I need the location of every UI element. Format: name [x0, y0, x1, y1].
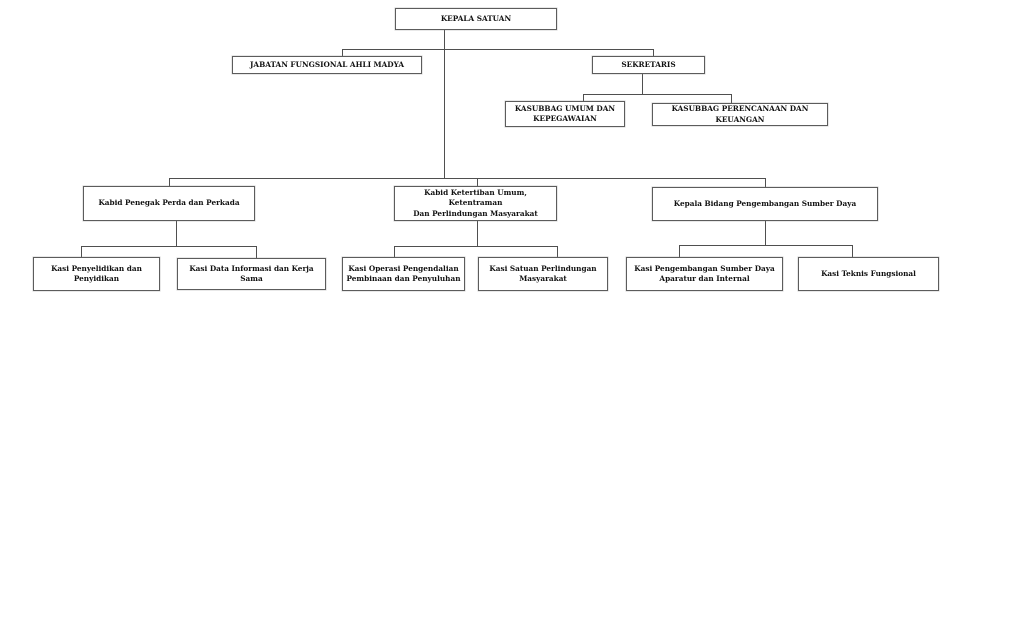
org-node-kasi-teknis-fungsional: Kasi Teknis Fungsional — [798, 257, 939, 291]
org-node-label: Kabid Penegak Perda dan Perkada — [98, 198, 240, 208]
connector-pengembangan-children-horizontal — [679, 245, 853, 246]
connector-stub-kabid-ketertiban — [477, 178, 478, 186]
org-node-kasi-operasi: Kasi Operasi Pengendalian Pembinaan dan … — [342, 257, 465, 291]
connector-stub-sekretaris — [653, 49, 654, 57]
connector-stub-kasubbag-perencanaan — [731, 94, 732, 103]
org-node-label: SEKRETARIS — [621, 59, 676, 69]
org-node-kabid-penegak: Kabid Penegak Perda dan Perkada — [83, 186, 255, 221]
connector-kabid-horizontal — [169, 178, 766, 179]
connector-stub-kasi-teknis — [852, 245, 853, 257]
org-node-label: KASUBBAG PERENCANAAN DAN KEUANGAN — [671, 104, 809, 124]
org-node-kasi-data-informasi: Kasi Data Informasi dan Kerja Sama — [177, 258, 326, 290]
org-node-kasi-satuan-linmas: Kasi Satuan Perlindungan Masyarakat — [478, 257, 608, 291]
connector-stub-kasi-penyelidikan — [81, 246, 82, 257]
connector-sekretaris-down — [642, 74, 643, 94]
org-node-label: KASUBBAG UMUM DAN KEPEGAWAIAN — [514, 103, 616, 124]
connector-stub-kabid-penegak — [169, 178, 170, 186]
connector-stub-kepala-bidang — [765, 178, 766, 187]
org-node-sekretaris: SEKRETARIS — [592, 56, 705, 74]
org-node-label: Kasi Satuan Perlindungan Masyarakat — [489, 263, 597, 284]
connector-trunk-root — [444, 30, 445, 178]
org-node-kepala-bidang-pengembangan: Kepala Bidang Pengembangan Sumber Daya — [652, 187, 878, 221]
connector-ketertiban-children-horizontal — [394, 246, 558, 247]
connector-stub-kasi-pengembangan — [679, 245, 680, 257]
connector-stub-kasi-satuan — [557, 246, 558, 257]
org-node-label: Kabid Ketertiban Umum, Ketentraman Dan P… — [413, 187, 538, 218]
org-node-jabatan-fungsional: JABATAN FUNGSIONAL AHLI MADYA — [232, 56, 422, 74]
connector-stub-kasubbag-umum — [583, 94, 584, 101]
connector-kabid-ketertiban-down — [477, 221, 478, 246]
connector-level2-horizontal — [342, 49, 654, 50]
org-node-label: Kepala Bidang Pengembangan Sumber Daya — [673, 198, 857, 208]
org-node-kabid-ketertiban: Kabid Ketertiban Umum, Ketentraman Dan P… — [394, 186, 557, 221]
org-node-kasubbag-perencanaan: KASUBBAG PERENCANAAN DAN KEUANGAN — [652, 103, 828, 126]
org-node-kasi-penyelidikan: Kasi Penyelidikan dan Penyidikan — [33, 257, 160, 291]
org-node-kepala-satuan: KEPALA SATUAN — [395, 8, 557, 30]
connector-stub-jabatan — [342, 49, 343, 56]
connector-kasubbag-horizontal — [583, 94, 732, 95]
org-node-label: Kasi Operasi Pengendalian Pembinaan dan … — [346, 263, 461, 284]
org-node-label: Kasi Teknis Fungsional — [821, 268, 916, 278]
org-node-label: Kasi Data Informasi dan Kerja Sama — [189, 263, 314, 284]
org-node-label: Kasi Pengembangan Sumber Daya Aparatur d… — [634, 263, 775, 284]
org-node-kasi-pengembangan-sdm: Kasi Pengembangan Sumber Daya Aparatur d… — [626, 257, 783, 291]
connector-kabid-penegak-down — [176, 221, 177, 246]
connector-stub-kasi-operasi — [394, 246, 395, 257]
connector-stub-kasi-data — [256, 246, 257, 258]
connector-penegak-children-horizontal — [81, 246, 257, 247]
org-node-label: Kasi Penyelidikan dan Penyidikan — [51, 263, 142, 284]
connector-kepala-bidang-down — [765, 221, 766, 245]
org-node-label: KEPALA SATUAN — [440, 13, 512, 23]
org-node-label: JABATAN FUNGSIONAL AHLI MADYA — [249, 59, 405, 69]
org-node-kasubbag-umum: KASUBBAG UMUM DAN KEPEGAWAIAN — [505, 101, 625, 127]
